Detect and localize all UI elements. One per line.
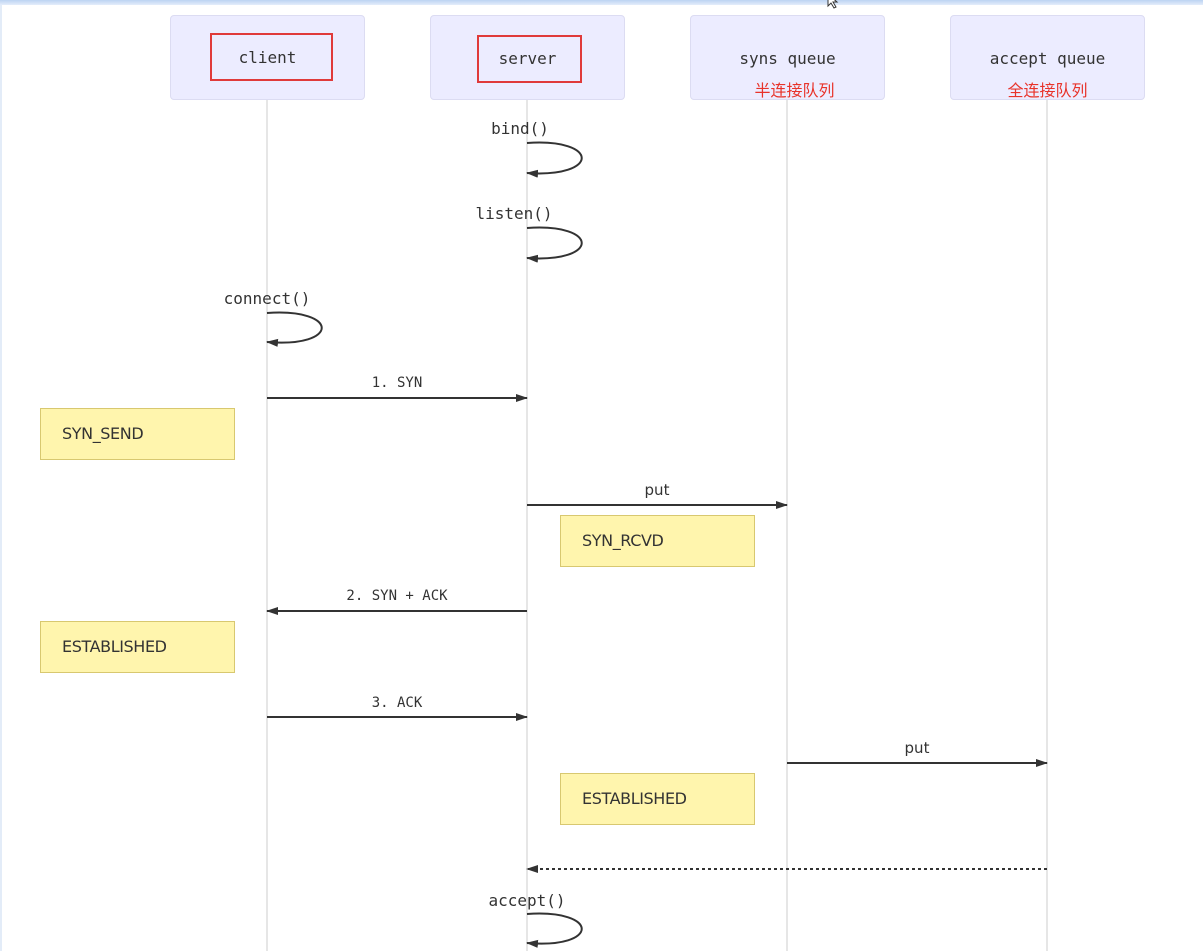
message-label-put-accept: put: [904, 739, 930, 757]
participant-syns-queue-subtitle: 半连接队列: [754, 81, 835, 100]
self-loop-bind: [526, 141, 583, 178]
self-call-label-connect: connect(): [223, 289, 311, 308]
note-established-client: ESTABLISHED: [40, 621, 235, 673]
participant-client-label: client: [238, 48, 297, 67]
note-syn-rcvd: SYN_RCVD: [560, 515, 755, 567]
message-label-syn: 1. SYN: [371, 375, 423, 391]
note-established-server: ESTABLISHED: [560, 773, 755, 825]
highlight-box-client: [210, 33, 333, 81]
self-call-label-listen: listen(): [475, 204, 553, 223]
message-label-ack: 3. ACK: [371, 695, 423, 711]
message-label-syn-ack: 2. SYN + ACK: [346, 588, 448, 604]
message-label-put-syns: put: [644, 481, 670, 499]
self-loop-accept: [526, 912, 583, 948]
window-top-border: [0, 0, 1203, 5]
participant-client: client: [170, 15, 365, 100]
self-loop-connect: [266, 311, 323, 347]
participant-accept-queue-label: accept queue: [989, 49, 1106, 68]
participant-syns-queue: syns queue 半连接队列: [690, 15, 885, 100]
self-call-label-bind: bind(): [491, 119, 549, 138]
window-left-border: [0, 5, 2, 951]
note-syn-send: SYN_SEND: [40, 408, 235, 460]
self-call-label-accept: accept(): [488, 891, 566, 910]
participant-server: server: [430, 15, 625, 100]
participant-accept-queue: accept queue 全连接队列: [950, 15, 1145, 100]
participant-syns-queue-label: syns queue: [739, 49, 836, 68]
participant-accept-queue-subtitle: 全连接队列: [1007, 81, 1088, 100]
highlight-box-server: [477, 35, 582, 83]
self-loop-listen: [526, 226, 583, 263]
participant-server-label: server: [498, 49, 557, 68]
mouse-cursor-icon: [827, 0, 839, 9]
